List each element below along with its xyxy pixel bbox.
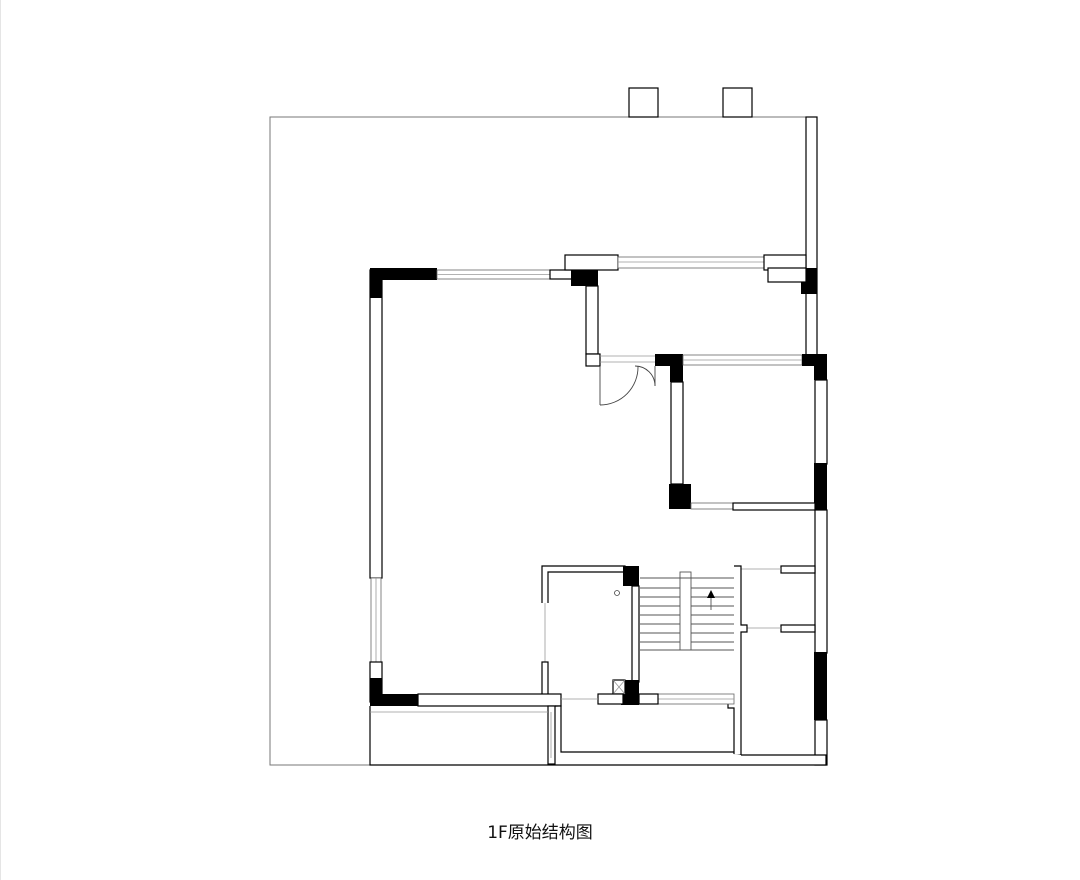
terrace-parapet-left (564, 254, 619, 271)
wall-bottom-b (597, 693, 624, 705)
wall-bottom-c (638, 693, 659, 705)
wall-stub-right-1 (780, 565, 816, 574)
interior-wall-room-bottom (732, 502, 816, 511)
interior-wall-bath-right (631, 585, 640, 683)
plan-caption: 1F原始结构图 (487, 823, 593, 843)
window-room-bottom (690, 502, 734, 510)
interior-wall-room-left (670, 381, 684, 485)
wall-stub-right-2 (780, 624, 816, 633)
property-boundary (269, 116, 806, 766)
boundary-wall-right (805, 116, 818, 356)
column-bottom-left-foot (370, 694, 418, 706)
wall-bottom-a (417, 693, 562, 707)
outer-wall-right-b (814, 509, 828, 654)
interior-wall-horizontal-a (585, 353, 601, 367)
outer-wall-left (369, 269, 383, 579)
terrace-window (617, 256, 765, 269)
column-room-bottom-left (669, 484, 691, 509)
wall-top-stub (549, 269, 573, 280)
terrace-wall-mid (767, 267, 807, 283)
page-edge (0, 0, 1, 880)
column-bath-top (623, 566, 639, 586)
column-top-left (370, 268, 437, 280)
door-swing (599, 355, 656, 406)
balcony-divider-a (547, 705, 556, 765)
column-top-mid (571, 268, 598, 286)
outer-wall-right-a (814, 379, 828, 465)
column-right-mid (814, 463, 827, 510)
column-right-low (814, 652, 827, 720)
interior-wall-bath-left (541, 661, 549, 697)
staircase (640, 571, 734, 651)
interior-wall-vertical-a (585, 285, 599, 355)
vent-square-right (722, 87, 753, 118)
column-room-top-right-leg (814, 354, 827, 380)
vent-square-left (628, 87, 659, 118)
floor-drain (614, 590, 620, 596)
column-top-left-leg (370, 268, 382, 298)
column-room-top-left-leg (670, 354, 683, 382)
